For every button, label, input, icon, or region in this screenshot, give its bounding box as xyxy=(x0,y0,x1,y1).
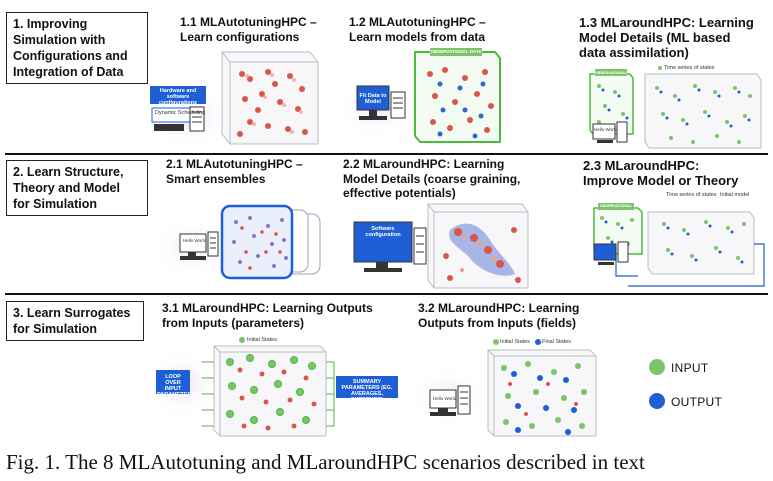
scenario-title-1-3: 1.3 MLaroundHPC: Learning Model Details … xyxy=(579,15,754,60)
legend-output-label: OUTPUT xyxy=(671,395,723,409)
illustration-3-1 xyxy=(150,337,398,437)
initial-states-note-3-2: Initial States xyxy=(500,339,530,345)
illustration-1-2 xyxy=(345,48,501,143)
observational-tag-2-3: OBSERVATIONAL DATA xyxy=(599,204,633,214)
row-divider-2 xyxy=(5,293,768,295)
scenario-title-2-1: 2.1 MLAutotuningHPC – Smart ensembles xyxy=(166,157,303,186)
loop-inputs-label-3-1: LOOP OVER INPUT PARAMETERS xyxy=(157,374,196,398)
illustration-2-3 xyxy=(593,203,765,287)
monitor-label-1-3: Hello World xyxy=(594,127,618,132)
legend-input-dot xyxy=(649,359,665,375)
row-label-1: 1. Improving Simulation with Configurati… xyxy=(6,12,148,84)
row-label-2: 2. Learn Structure, Theory and Model for… xyxy=(6,160,148,216)
scenario-title-2-3: 2.3 MLaroundHPC: Improve Model or Theory xyxy=(583,158,739,188)
scenario-title-2-2: 2.2 MLaroundHPC: Learning Model Details … xyxy=(343,157,521,200)
initial-model-note-2-3: Initial model xyxy=(720,192,750,198)
fit-data-label-1-2: Fit Data to Model xyxy=(359,93,387,105)
scheduling-tag-1-1: Dynamic Scheduling xyxy=(155,110,206,116)
illustration-2-1 xyxy=(150,204,321,280)
scenario-title-3-2: 3.2 MLaroundHPC: Learning Outputs from I… xyxy=(418,301,580,330)
observational-tag-1-3: OBSERVATIONAL DATA xyxy=(594,71,628,81)
summary-params-label-3-1: SUMMARY PARAMETERS (EG. AVERAGES, EXTREM… xyxy=(341,379,393,403)
time-series-note-2-3: Time series of states xyxy=(666,192,717,198)
software-config-label-2-2: Software configuration xyxy=(365,226,401,238)
scenario-title-1-1: 1.1 MLAutotuningHPC – Learn configuratio… xyxy=(180,15,317,44)
config-box-label-1-1: Hardware and software configurations xyxy=(158,88,198,106)
illustration-1-1 xyxy=(150,51,319,149)
scenario-title-3-1: 3.1 MLaroundHPC: Learning Outputs from I… xyxy=(162,301,373,330)
figure-caption: Fig. 1. The 8 MLAutotuning and MLaroundH… xyxy=(6,450,645,474)
time-series-note-1-3: Time series of states xyxy=(664,65,715,71)
initial-states-note-3-1: Initial States xyxy=(247,337,277,343)
legend-output-dot xyxy=(649,393,665,409)
observational-tag-1-2: OBSERVATIONAL DATA xyxy=(430,49,482,54)
illustration-1-3 xyxy=(589,66,762,149)
row-divider-1 xyxy=(5,153,768,155)
illustration-2-2 xyxy=(353,203,529,289)
legend-input-label: INPUT xyxy=(671,361,709,375)
monitor-label-2-1: Hello World xyxy=(183,238,207,243)
illustration-3-2 xyxy=(418,339,597,437)
monitor-label-3-2: Hello World xyxy=(433,396,457,401)
final-states-note-3-2: Final States xyxy=(542,339,572,345)
row-label-3: 3. Learn Surrogates for Simulation xyxy=(6,301,144,341)
scenario-title-1-2: 1.2 MLAutotuningHPC – Learn models from … xyxy=(349,15,486,44)
